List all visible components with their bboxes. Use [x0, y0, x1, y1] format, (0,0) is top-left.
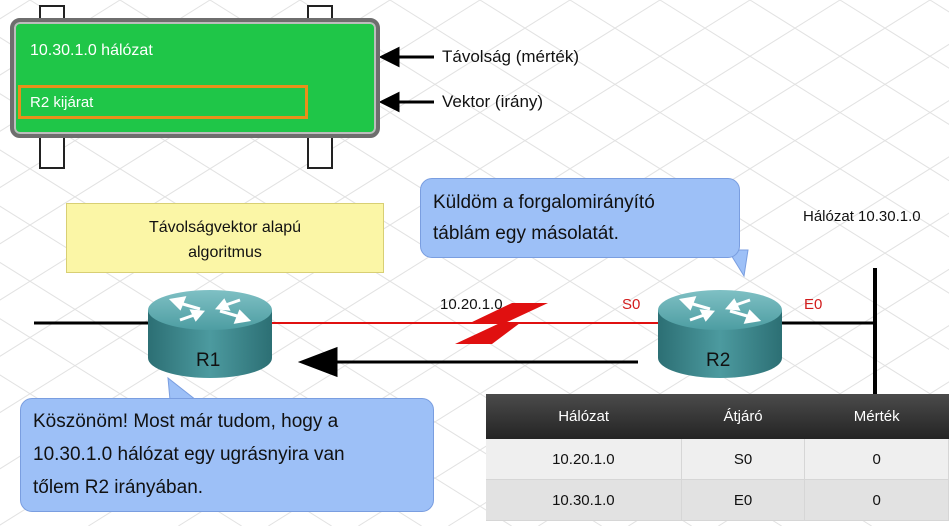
- r2-bubble-line2: táblám egy másolatát.: [433, 223, 619, 244]
- router-r2-label: R2: [706, 350, 731, 371]
- router-r1-label: R1: [196, 350, 221, 371]
- r2-bubble-line1: Küldöm a forgalomirányító: [433, 192, 655, 213]
- cell-metric: 0: [804, 479, 949, 521]
- algorithm-note-line1: Távolságvektor alapú: [148, 219, 302, 236]
- sign-exit-frame: [18, 85, 308, 119]
- serial-network-label: 10.20.1.0: [440, 296, 503, 313]
- header-network: Hálózat: [486, 394, 682, 439]
- router-r2-icon: [658, 290, 782, 378]
- cell-metric: 0: [804, 439, 949, 480]
- grid-line: [659, 0, 949, 182]
- header-gateway: Átjáró: [681, 394, 805, 439]
- algorithm-note: Távolságvektor alapú algoritmus: [66, 203, 384, 273]
- update-arrow: [297, 346, 638, 378]
- grid-line: [749, 0, 949, 125]
- bubble-tail: [167, 376, 198, 401]
- routing-table: Hálózat Átjáró Mérték 10.20.1.0 S0 0 10.…: [486, 394, 949, 521]
- legend-vector: Vektor (irány): [442, 92, 544, 111]
- road-sign: [10, 18, 380, 138]
- r2-serial-interface-label: S0: [622, 296, 641, 313]
- lan-network-label: Hálózat 10.30.1.0: [803, 208, 921, 225]
- table-row: 10.20.1.0 S0 0: [486, 439, 949, 480]
- r2-eth-interface-label: E0: [804, 296, 823, 313]
- cell-network: 10.30.1.0: [486, 479, 682, 521]
- cell-gateway: E0: [681, 479, 806, 521]
- cell-network: 10.20.1.0: [486, 439, 682, 480]
- grid-line: [299, 0, 949, 407]
- r1-bubble-line3: tőlem R2 irányában.: [33, 477, 204, 498]
- grid-line: [389, 0, 949, 350]
- cell-gateway: S0: [681, 439, 806, 480]
- legend-arrows: [378, 46, 434, 113]
- sign-exit-label: R2 kijárat: [30, 94, 94, 111]
- grid-line: [569, 0, 949, 238]
- r1-speech-bubble: Köszönöm! Most már tudom, hogy a 10.30.1…: [20, 398, 434, 512]
- header-metric: Mérték: [804, 394, 949, 439]
- table-row: 10.30.1.0 E0 0: [486, 479, 949, 521]
- sign-network-label: 10.30.1.0 hálózat: [30, 42, 153, 59]
- grid-line: [479, 0, 949, 294]
- r1-bubble-line1: Köszönöm! Most már tudom, hogy a: [33, 411, 339, 432]
- r1-bubble-line2: 10.30.1.0 hálózat egy ugrásnyira van: [33, 444, 345, 465]
- routing-table-header: Hálózat Átjáró Mérték: [486, 394, 949, 439]
- router-r1-icon: [148, 290, 272, 378]
- r2-speech-bubble: Küldöm a forgalomirányító táblám egy más…: [420, 178, 740, 258]
- serial-zigzag-icon: [455, 303, 548, 344]
- legend-distance: Távolság (mérték): [442, 47, 579, 66]
- algorithm-note-line2: algoritmus: [188, 244, 262, 261]
